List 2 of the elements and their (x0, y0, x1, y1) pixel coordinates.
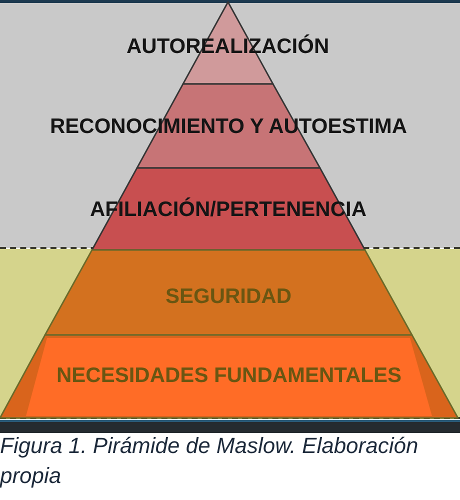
tier-label: SEGURIDAD (166, 285, 292, 309)
tier-label: NECESIDADES FUNDAMENTALES (56, 364, 402, 388)
